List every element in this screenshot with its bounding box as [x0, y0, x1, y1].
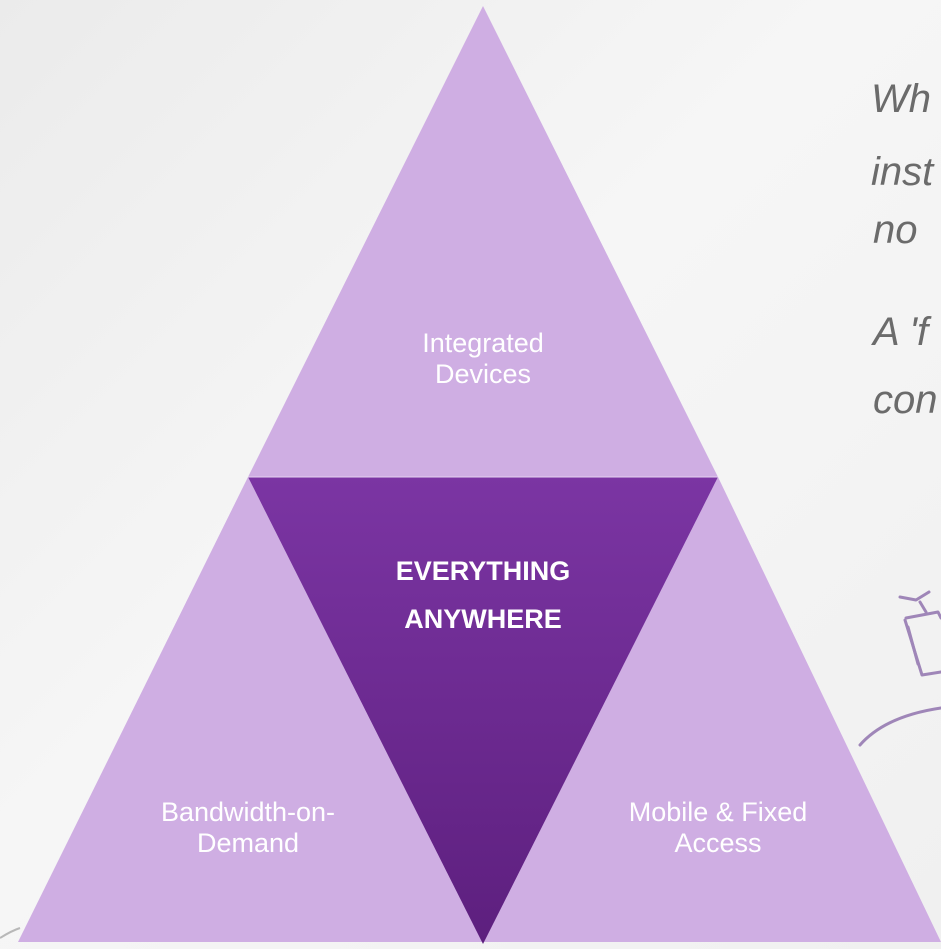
top-segment: [248, 6, 718, 477]
right-segment-line2: Access: [674, 828, 762, 858]
right-segment: [483, 477, 941, 942]
side-text-line3: no: [873, 208, 918, 252]
top-segment-line2: Devices: [434, 359, 532, 389]
side-text-line1: Wh: [871, 77, 931, 121]
left-segment-line1: Bandwidth-on-: [160, 797, 336, 827]
background-curve: [0, 927, 21, 939]
center-segment-label: EVERYTHING ANYWHERE: [333, 547, 633, 643]
device-sketch-icon: [858, 590, 941, 747]
left-segment-label: Bandwidth-on- Demand: [128, 797, 368, 859]
right-segment-label: Mobile & Fixed Access: [598, 797, 838, 859]
right-segment-line1: Mobile & Fixed: [628, 797, 808, 827]
center-segment-line1: EVERYTHING: [395, 556, 571, 586]
side-text-line2: inst: [871, 150, 934, 194]
center-segment: [248, 477, 718, 944]
side-text-line5: con: [873, 378, 938, 422]
left-segment: [18, 477, 483, 942]
side-text-line4: A 'f: [873, 310, 929, 354]
top-segment-line1: Integrated: [422, 328, 544, 358]
center-segment-line2: ANYWHERE: [404, 604, 562, 634]
top-segment-label: Integrated Devices: [383, 328, 583, 390]
left-segment-line2: Demand: [196, 828, 300, 858]
